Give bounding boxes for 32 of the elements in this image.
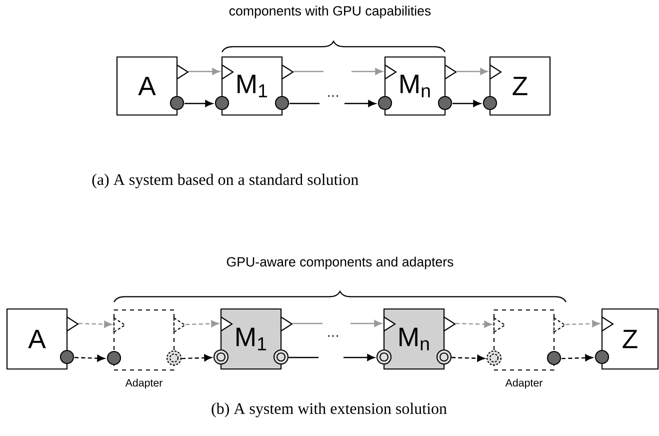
brace-label: GPU-aware components and adapters bbox=[226, 256, 454, 270]
ellipsis: … bbox=[328, 95, 338, 97]
component-box: Z bbox=[489, 56, 551, 116]
arrow bbox=[562, 354, 593, 362]
arrow bbox=[78, 320, 112, 328]
component-box: A bbox=[116, 56, 178, 116]
arrow bbox=[452, 100, 481, 108]
arrow bbox=[566, 320, 600, 328]
component-caption: Adapter bbox=[125, 378, 162, 389]
component-box: M$_{1}$ bbox=[221, 56, 283, 116]
ellipsis: … bbox=[328, 335, 338, 337]
component-box: M$_{n}$ bbox=[384, 56, 446, 116]
arrow bbox=[186, 320, 219, 328]
component-box: Z bbox=[601, 308, 659, 370]
arrow bbox=[350, 320, 382, 327]
component-caption: Adapter bbox=[505, 378, 542, 389]
arrow bbox=[182, 354, 212, 362]
arrow bbox=[452, 354, 485, 362]
component-box: A bbox=[6, 308, 68, 370]
arrow bbox=[343, 354, 375, 362]
arrow bbox=[188, 68, 220, 75]
arrow bbox=[456, 320, 492, 328]
caption: (b) A system with extension solution bbox=[212, 402, 447, 418]
arrow bbox=[351, 68, 383, 75]
arrow bbox=[456, 68, 488, 75]
brace-label: components with GPU capabilities bbox=[229, 6, 431, 18]
component-box: M$_{1}$ bbox=[220, 308, 282, 370]
component-box: M$_{n}$ bbox=[383, 308, 445, 370]
arrow bbox=[74, 354, 105, 362]
caption: (a) A system based on a standard solution bbox=[92, 174, 358, 188]
arrow bbox=[184, 100, 213, 108]
arrow bbox=[344, 100, 376, 108]
